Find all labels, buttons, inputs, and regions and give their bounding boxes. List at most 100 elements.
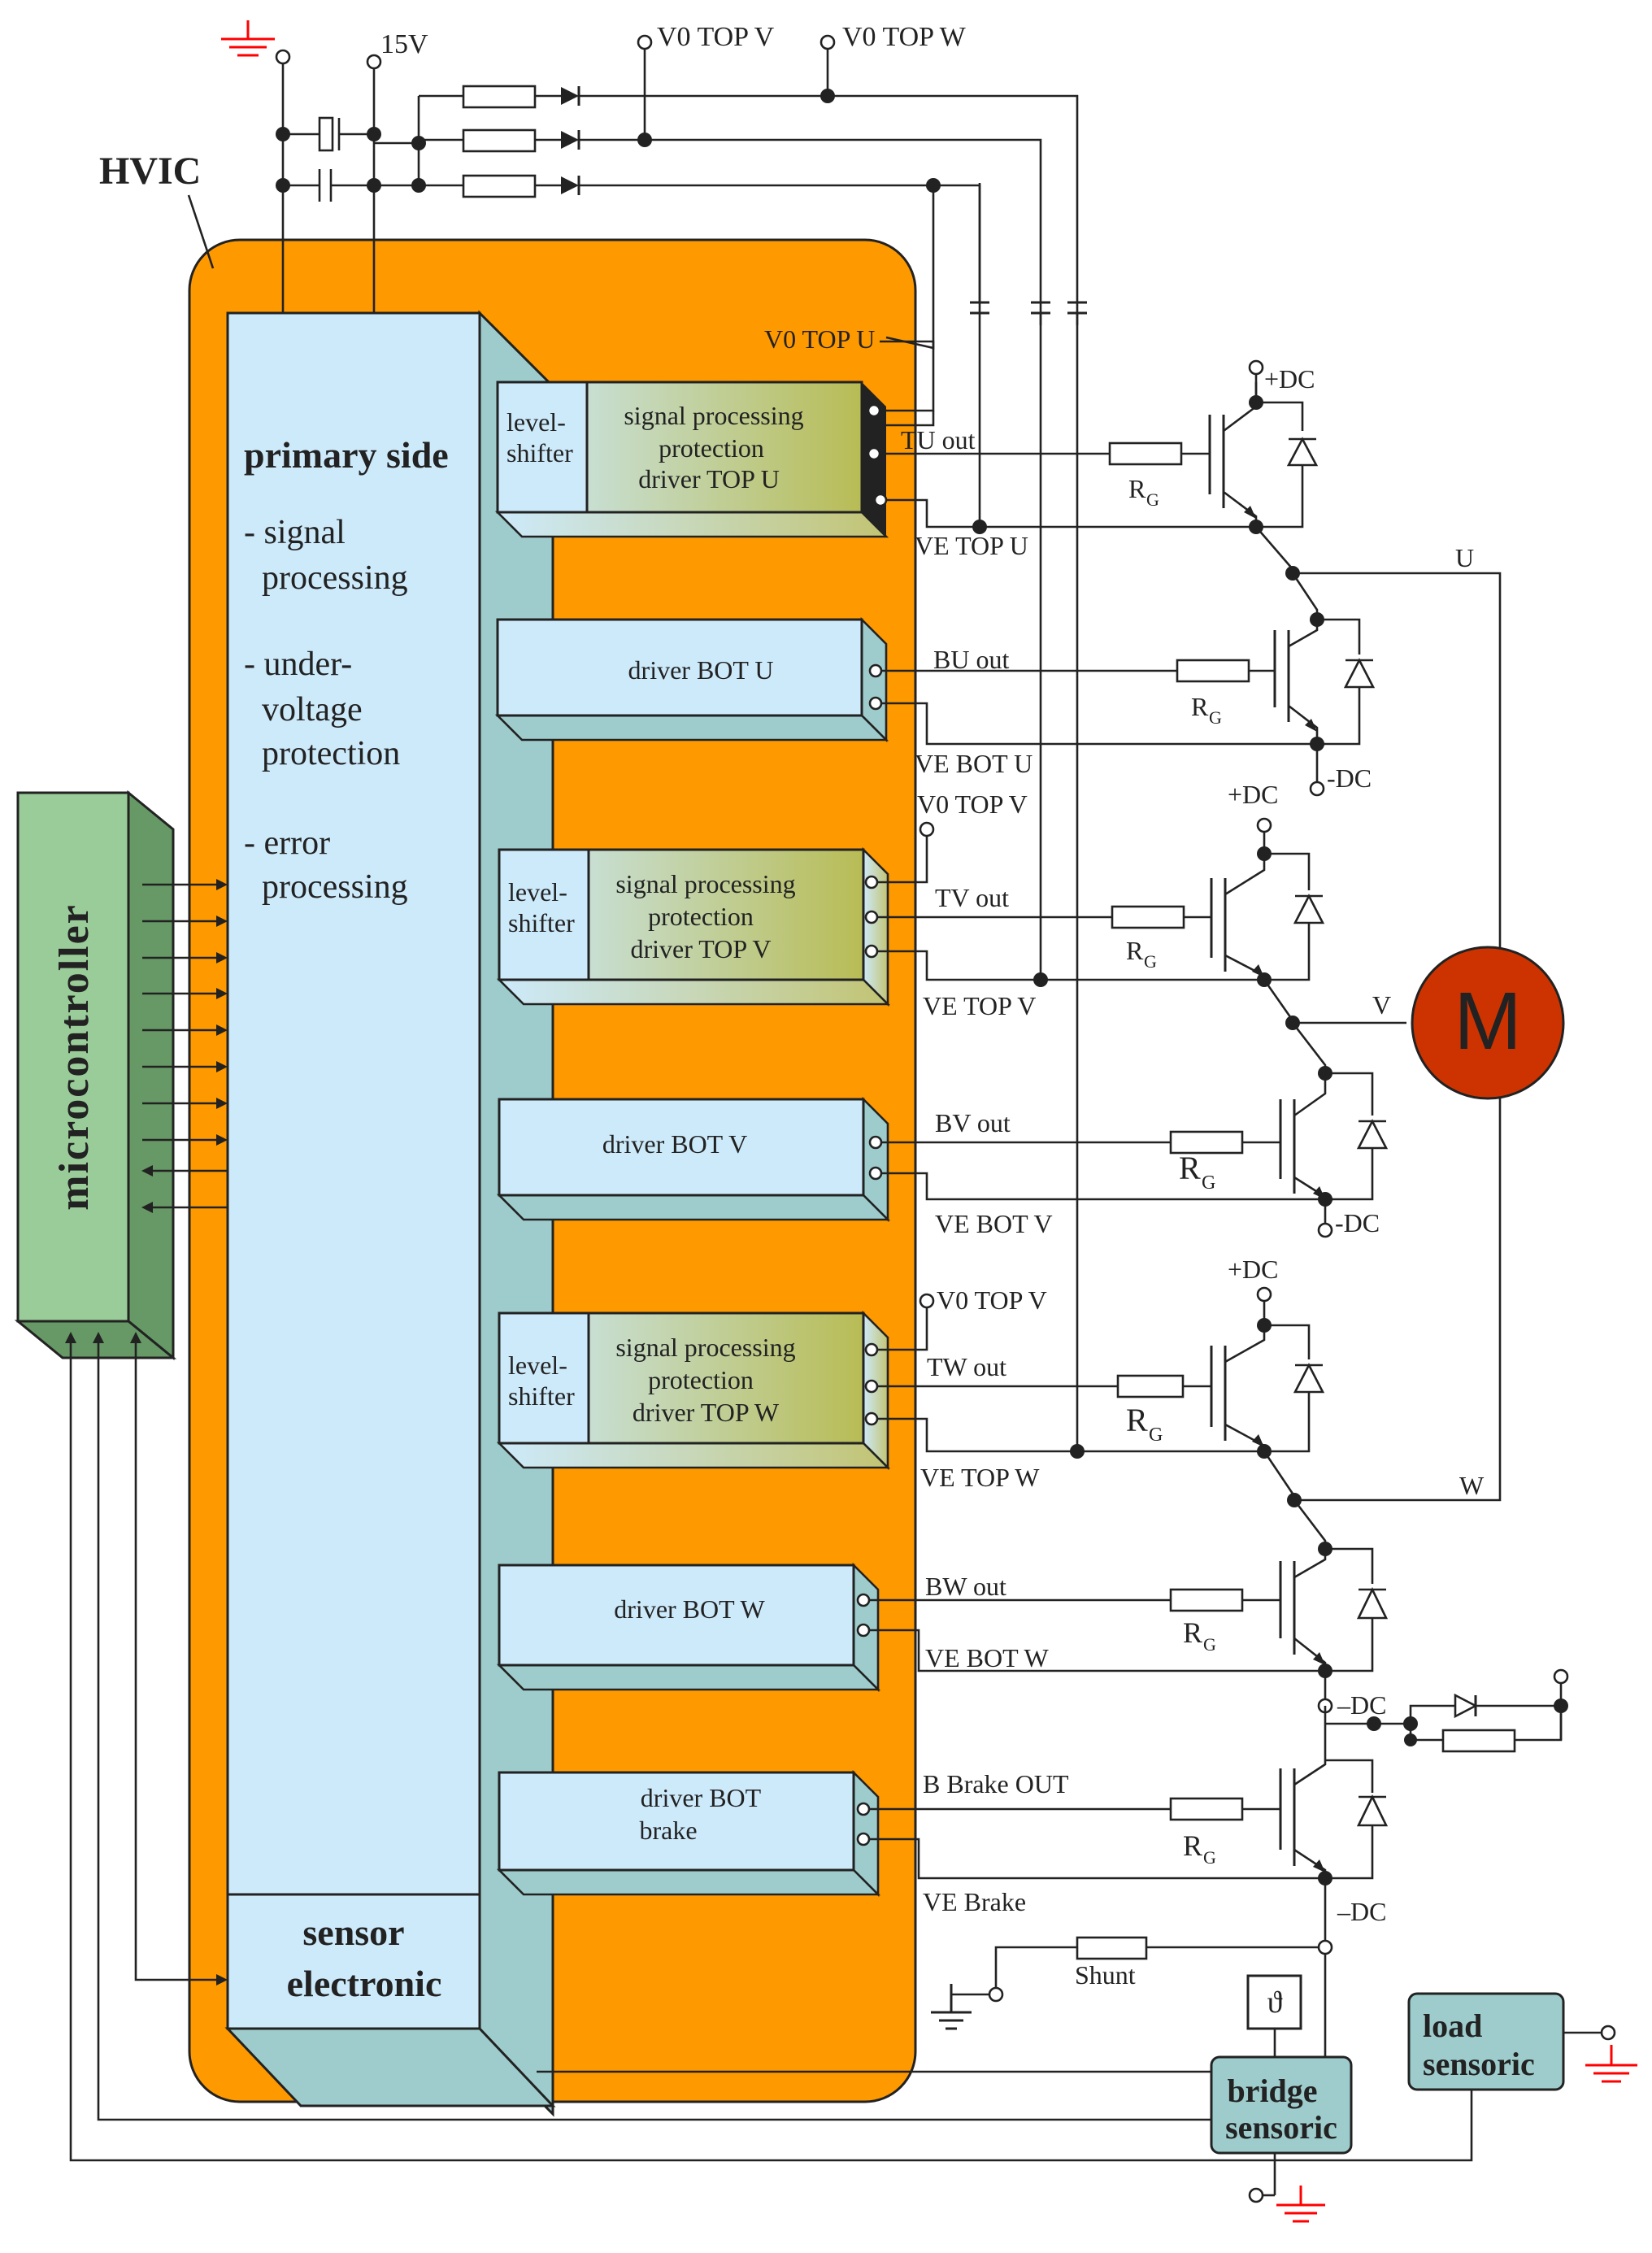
bu-out-label: BU out [933,645,1009,674]
level-shifter-w-b: shifter [508,1381,575,1411]
shunt-resistor [1076,1936,1148,1960]
phase-u-label: U [1455,543,1474,572]
driver-bot-u-label: driver BOT U [628,655,774,685]
rg-label: R [1126,936,1144,965]
v0-top-v-sig-label: V0 TOP V [917,789,1028,819]
rg-sub-label: G [1144,951,1157,972]
ground-icon [1585,2045,1637,2083]
primary-item-3b: processing [262,868,408,906]
rg-sub-label: G [1203,1847,1216,1868]
hvic-label: HVIC [99,150,201,193]
level-shifter-u-b: shifter [506,438,573,468]
sensor-electronic-line2: electronic [287,1963,442,2004]
rg-label: R [1183,1616,1202,1649]
sensor-electronic-line1: sensor [302,1912,404,1953]
microcontroller-label: microcontroller [51,903,98,1211]
primary-item-3a: - error [244,824,330,862]
supply-network: 15V [221,20,1087,1451]
driver-top-v-2: protection [648,902,754,931]
driver-bot-w-label: driver BOT W [614,1594,765,1624]
ve-bot-v-label: VE BOT V [935,1209,1053,1238]
load-sensoric-block [1407,1992,1616,2091]
driver-wiring: V0 TOP U TU out VE TOP U BU out VE BOT U… [764,324,1333,1916]
plus-dc-u-label: +DC [1264,364,1315,394]
driver-bot-u-block [494,616,889,743]
ground-terminal [275,49,291,65]
primary-item-2b: voltage [262,691,363,729]
ground-icon [1276,2186,1325,2223]
driver-top-u-block [494,381,889,538]
primary-item-2a: - under- [244,646,352,683]
rg-label: R [1183,1829,1202,1862]
bridge-sensoric-line2: sensoric [1225,2109,1337,2146]
driver-top-w-block [496,1310,891,1471]
rg-sub-label: G [1146,489,1159,510]
v0-top-w-label: V0 TOP W [842,22,967,52]
driver-top-w-2: protection [648,1365,754,1394]
v0-top-u-label: V0 TOP U [764,324,875,354]
bridge-sensoric-line1: bridge [1227,2072,1317,2109]
bw-out-label: BW out [925,1572,1006,1601]
feedback-lines [65,1332,1473,2162]
motor-label: M [1454,976,1521,1067]
v0-top-w-sig-label: V0 TOP V [937,1285,1047,1315]
plus-dc-v-label: +DC [1228,780,1279,809]
minus-dc-brake-label: –DC [1337,1897,1386,1926]
ve-top-w-label: VE TOP W [920,1463,1040,1492]
shunt-label: Shunt [1075,1960,1136,1990]
driver-bot-w-block [496,1562,881,1693]
ve-bot-w-label: VE BOT W [925,1643,1050,1672]
level-shifter-v-a: level- [508,877,567,907]
driver-top-u-3: driver TOP U [638,464,780,494]
v0-top-w-terminal [819,34,836,50]
phase-w-label: W [1459,1471,1485,1500]
rg-label: R [1126,1402,1148,1438]
motor [1411,946,1565,1100]
driver-bot-v-block [496,1096,891,1223]
driver-top-v-1: signal processing [615,869,795,898]
driver-top-u-2: protection [659,433,764,463]
minus-dc-v-label: -DC [1335,1208,1380,1237]
rg-sub-label: G [1202,1172,1215,1194]
power-stage: R G +DC U R G [931,359,1569,2057]
v0-top-v-terminal [637,34,653,50]
minus-dc-u-label: -DC [1327,763,1372,793]
rg-resistor [1108,441,1183,466]
ve-top-u-label: VE TOP U [915,531,1028,560]
bv-out-label: BV out [935,1108,1011,1137]
tv-out-label: TV out [935,883,1009,912]
ve-brake-label: VE Brake [923,1887,1026,1916]
ve-top-v-label: VE TOP V [923,991,1036,1020]
phase-v-label: V [1372,990,1391,1020]
15v-terminal [366,54,382,70]
b-brake-out-label: B Brake OUT [923,1769,1069,1798]
rg-label: R [1128,474,1146,503]
driver-top-u-1: signal processing [624,401,803,430]
rg-label: R [1191,692,1209,721]
load-sensoric-line2: sensoric [1423,2046,1535,2082]
driver-bot-v-label: driver BOT V [602,1129,747,1159]
theta-sensor [1246,1974,1302,2057]
ground-icon [931,1984,972,2030]
theta-label: ϑ [1267,1986,1283,2020]
driver-brake-1: driver BOT [641,1783,762,1812]
rg-sub-label: G [1149,1424,1163,1446]
tu-out-label: TU out [901,425,976,455]
level-shifter-u-a: level- [506,407,566,437]
primary-item-1b: processing [262,559,408,597]
primary-item-1a: - signal [244,514,346,551]
ground-icon [221,20,275,57]
tw-out-label: TW out [927,1352,1006,1381]
15v-label: 15V [380,29,428,59]
hvic-pointer [187,194,215,269]
v0-top-v-label: V0 TOP V [657,22,775,52]
level-shifter-v-b: shifter [508,908,575,937]
control-bus [141,879,228,1213]
driver-brake-2: brake [639,1816,697,1845]
primary-item-2c: protection [262,735,400,772]
level-shifter-w-a: level- [508,1350,567,1380]
load-sensoric-line1: load [1423,2007,1482,2044]
bridge-sensoric-block [537,2055,1353,2203]
driver-top-v-block [496,846,891,1007]
